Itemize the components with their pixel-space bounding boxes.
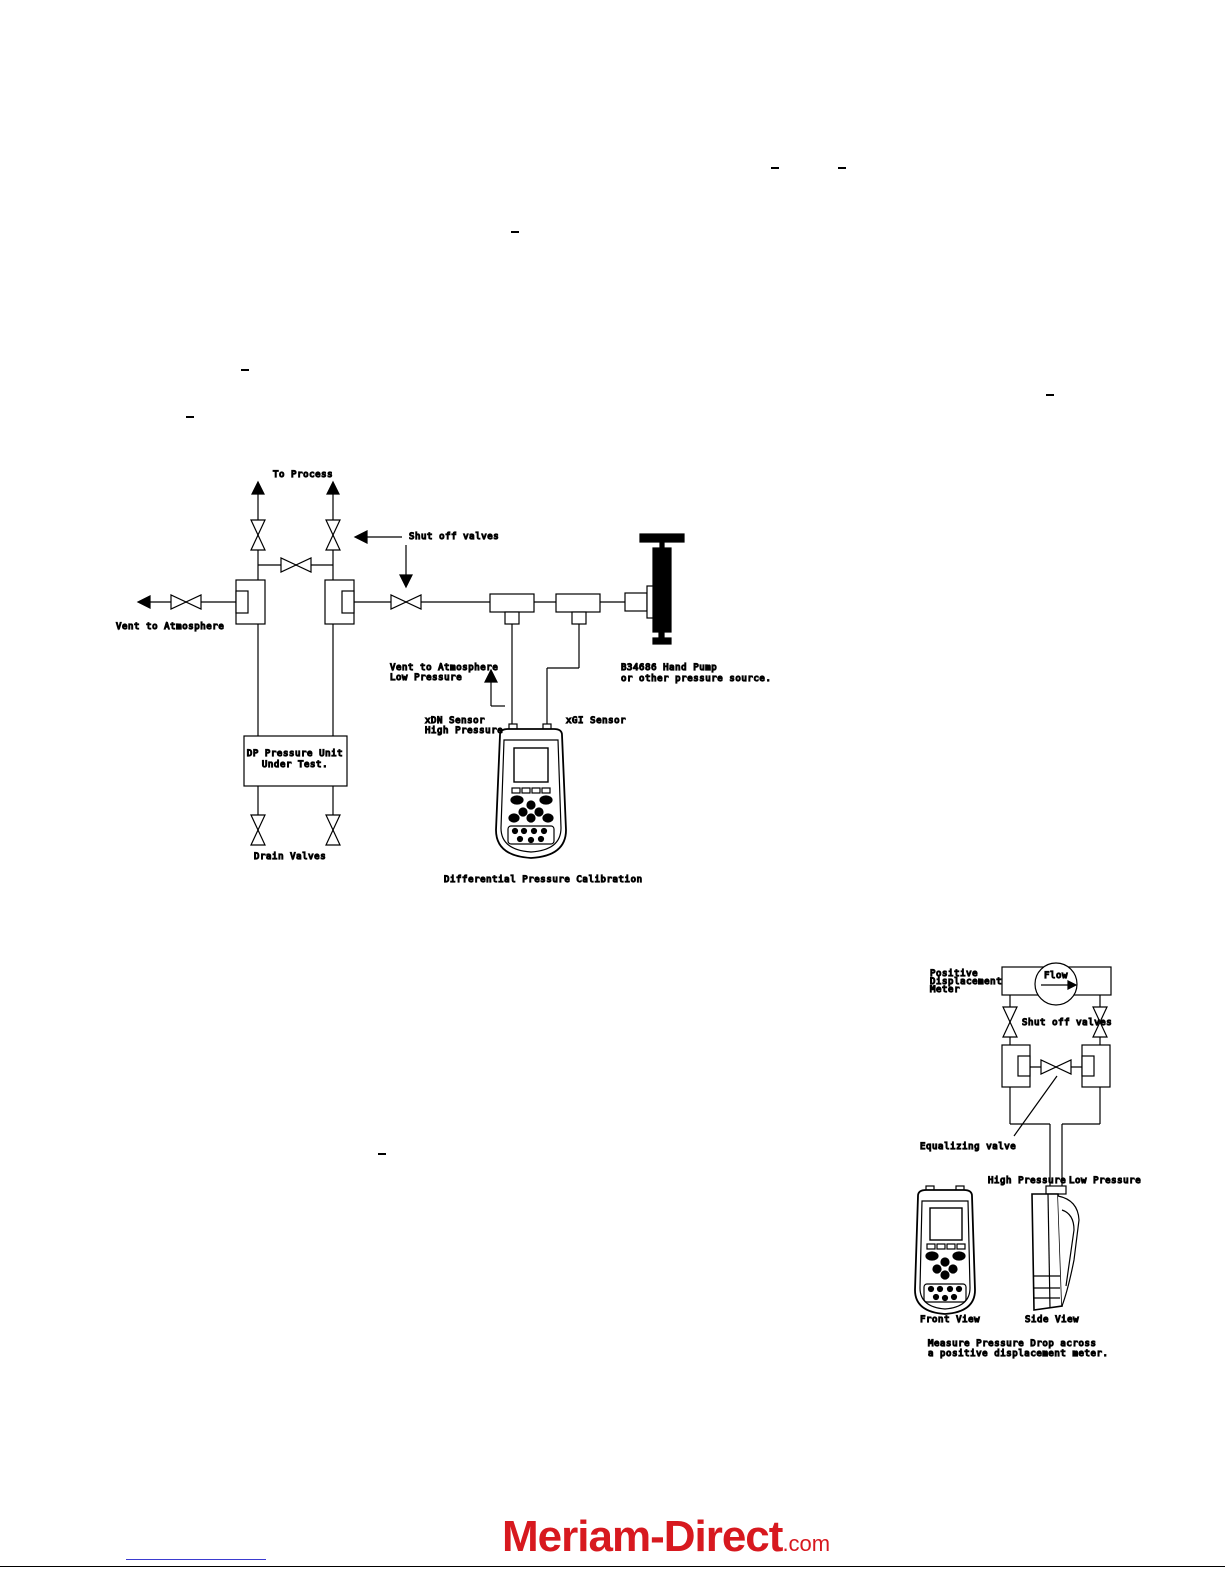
front-view-device-icon — [914, 1185, 976, 1315]
brand-tld: .com — [782, 1531, 831, 1556]
arrow-up-icon — [326, 480, 340, 495]
pressure-drop-diagram: Positive Displacement Meter Flow Shut of… — [914, 962, 1141, 1360]
arrow-left-icon — [136, 595, 151, 609]
shut-off-valve-icon — [1002, 1006, 1018, 1038]
label-pump-1: B34686 Hand Pump — [621, 663, 717, 673]
equalizing-valve-icon — [280, 557, 312, 573]
footer-link[interactable] — [126, 1559, 266, 1560]
label-vent-left: Vent to Atmosphere — [116, 622, 224, 632]
text-fragment — [1046, 394, 1054, 396]
text-fragment — [771, 167, 779, 169]
text-fragment — [511, 231, 519, 233]
brand-name: Meriam-Direct — [502, 1512, 783, 1561]
label-low-pressure-2: Low Pressure — [1069, 1176, 1141, 1186]
label-vent-low-1: Vent to Atmosphere — [390, 663, 498, 673]
diagram-1-caption: Differential Pressure Calibration — [444, 875, 643, 885]
label-shut-off-valves: Shut off valves — [409, 532, 499, 542]
dp-pressure-unit — [243, 735, 348, 787]
text-fragment — [186, 416, 194, 418]
text-fragment — [838, 167, 846, 169]
hand-pump-icon — [652, 547, 672, 633]
arrow-up-icon — [484, 668, 498, 683]
hand-pump-handle — [639, 533, 685, 543]
label-dp-unit-2: Under Test. — [262, 760, 328, 770]
shut-off-valve-icon — [250, 519, 266, 551]
label-flow: Flow — [1044, 971, 1068, 981]
label-high-pressure-2: High Pressure — [988, 1176, 1066, 1186]
shut-off-valve-icon — [390, 594, 422, 610]
side-view-device-icon — [1031, 1185, 1080, 1311]
footer-rule — [0, 1566, 1225, 1567]
label-positive: Positive — [930, 969, 978, 979]
text-fragment — [241, 369, 249, 371]
label-front-view: Front View — [920, 1315, 980, 1325]
shut-off-valve-icon — [325, 519, 341, 551]
label-pump-2: or other pressure source. — [621, 674, 771, 684]
arrow-down-icon — [399, 574, 413, 589]
label-xgi-sensor: xGI Sensor — [566, 716, 626, 726]
text-fragment — [378, 1153, 386, 1155]
arrow-left-icon — [353, 530, 368, 544]
diagram-2-caption-2: a positive displacement meter. — [928, 1349, 1109, 1359]
label-drain-valves: Drain Valves — [254, 852, 326, 862]
equalizing-valve-icon — [1040, 1059, 1072, 1075]
label-meter: Meter — [930, 985, 960, 995]
label-to-process: To Process — [273, 470, 333, 480]
calibrator-device-icon — [495, 723, 567, 859]
label-high-pressure: High Pressure — [425, 726, 503, 736]
differential-pressure-diagram: To Process Shut off valves Vent to Atmos… — [115, 469, 771, 885]
arrow-up-icon — [251, 480, 265, 495]
flow-arrow-icon — [1067, 980, 1078, 990]
drain-valve-icon — [250, 814, 266, 846]
label-vent-low-2: Low Pressure — [390, 673, 462, 683]
drain-valve-icon — [325, 814, 341, 846]
label-dp-unit-1: DP Pressure Unit — [247, 749, 343, 759]
vent-valve-icon — [170, 594, 202, 610]
label-shut-off-valves-2: Shut off valves — [1022, 1018, 1112, 1028]
label-side-view: Side View — [1025, 1315, 1079, 1325]
label-equalizing-valve: Equalizing valve — [920, 1142, 1016, 1152]
meriam-direct-logo: Meriam-Direct.com — [502, 1512, 830, 1562]
label-displacement: Displacement — [930, 977, 1002, 987]
label-xdn-sensor: xDN Sensor — [425, 716, 485, 726]
diagram-2-caption-1: Measure Pressure Drop across — [928, 1339, 1097, 1349]
